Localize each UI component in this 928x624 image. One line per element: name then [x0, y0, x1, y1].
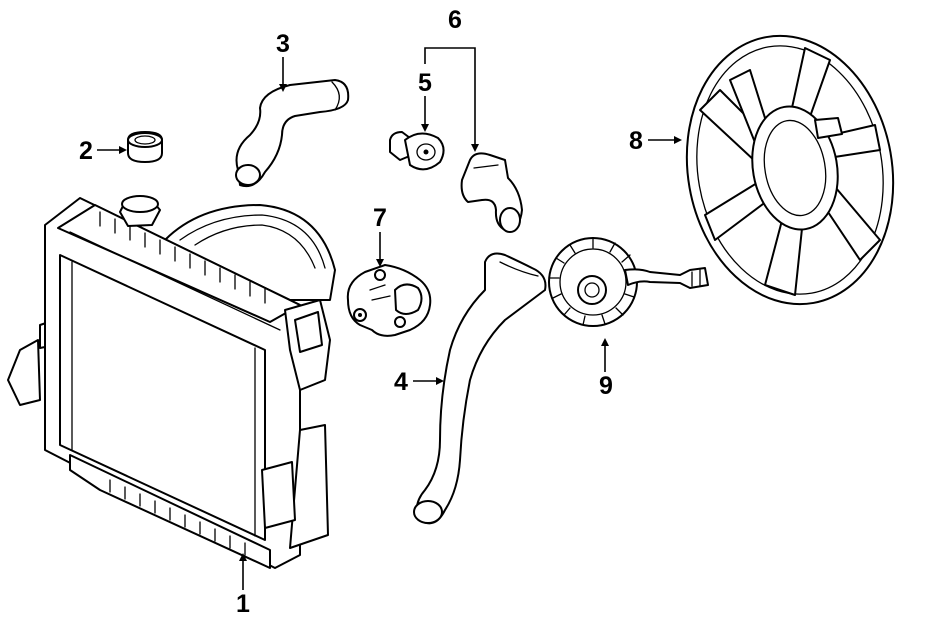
- callout-leaders: [97, 47, 682, 590]
- lower-hose: [413, 252, 547, 525]
- water-outlet: [460, 152, 523, 233]
- radiator-cap: [127, 131, 163, 163]
- leader-6: [424, 47, 479, 152]
- callout-1: 1: [236, 590, 250, 618]
- cooling-fan: [685, 34, 895, 306]
- callout-2: 2: [79, 137, 93, 165]
- thermostat: [389, 131, 445, 171]
- callout-3: 3: [276, 30, 290, 58]
- upper-hose: [235, 79, 350, 188]
- callout-9: 9: [599, 372, 613, 400]
- callout-5: 5: [418, 69, 432, 97]
- radiator-assembly: [7, 195, 336, 569]
- fan-clutch: [548, 237, 709, 327]
- callout-6: 6: [448, 6, 462, 34]
- callout-4: 4: [394, 368, 408, 396]
- callout-8: 8: [629, 127, 643, 155]
- water-pump: [346, 264, 432, 337]
- callout-7: 7: [373, 204, 387, 232]
- callout-labels: 1 2 3 4 5 6 7 8 9: [79, 6, 643, 618]
